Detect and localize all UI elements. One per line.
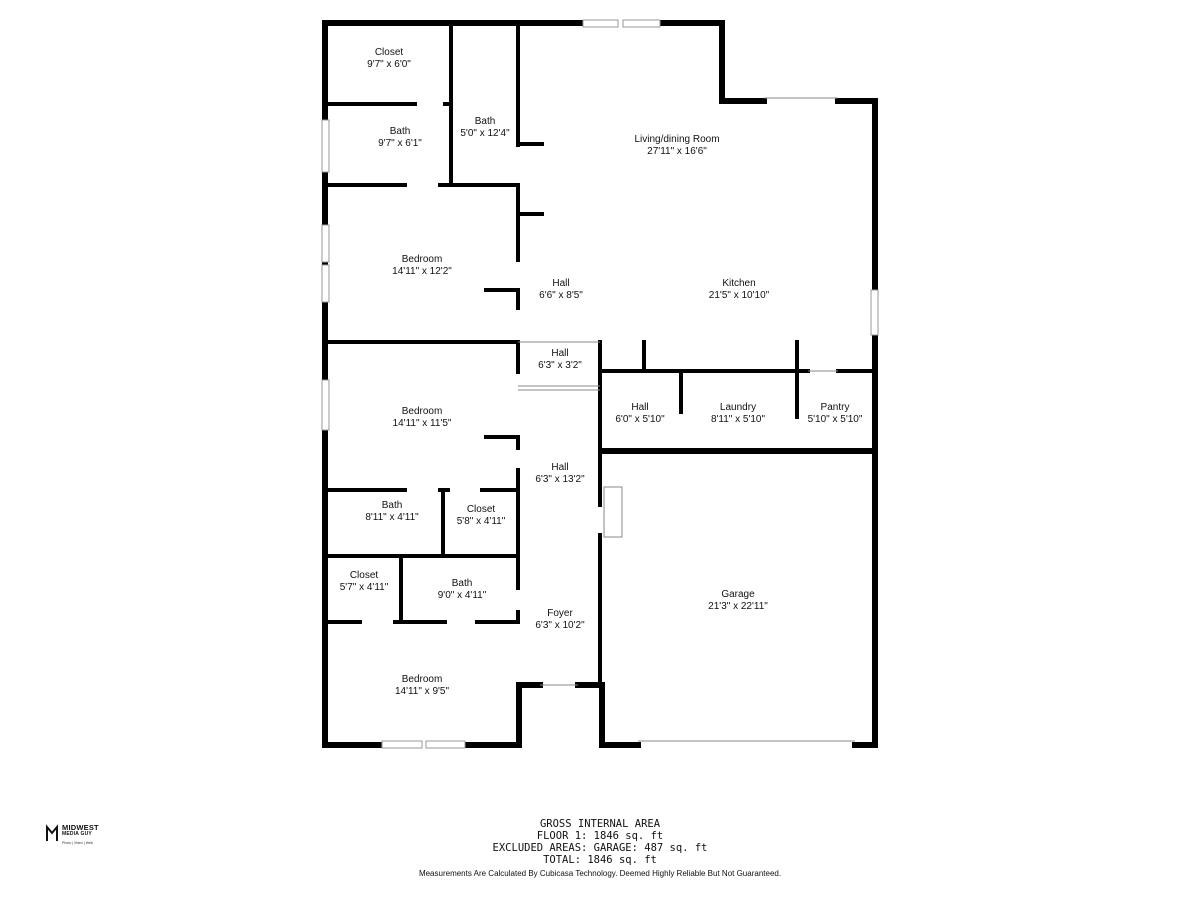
logo-tagline: Photo | Video | Web	[62, 841, 93, 845]
wall-bed2-bottom-r2	[480, 468, 520, 492]
wall-bed2-stub	[484, 435, 520, 450]
window-left-1	[321, 119, 330, 173]
exterior-wall-bottom-left	[322, 427, 385, 748]
area-heading: GROSS INTERNAL AREA	[539, 818, 661, 830]
window-bottom-2	[425, 740, 466, 749]
area-summary: GROSS INTERNAL AREA FLOOR 1: 1846 sq. ft…	[400, 818, 800, 880]
window-right	[870, 289, 879, 336]
interior-walls	[323, 25, 877, 687]
exterior-wall-garage-left	[575, 682, 605, 748]
exterior-wall-foyer-left	[462, 682, 543, 748]
area-floor: FLOOR 1: 1846 sq. ft	[536, 830, 664, 842]
area-excluded: EXCLUDED AREAS: GARAGE: 487 sq. ft	[492, 842, 708, 854]
wall-bed1-stub	[484, 288, 520, 310]
logo-mark-icon	[46, 824, 58, 841]
windows	[321, 19, 879, 749]
window-top-1	[582, 19, 619, 28]
area-total: TOTAL: 1846 sq. ft	[543, 854, 657, 866]
wall-bed3-top-r	[475, 610, 520, 624]
window-left-3	[321, 264, 330, 303]
window-top-2	[622, 19, 661, 28]
window-left-4	[321, 379, 330, 431]
brand-logo: MIDWEST MEDIA GUY Photo | Video | Web	[46, 822, 116, 848]
exterior-wall-top-right	[835, 98, 878, 293]
window-left-2	[321, 224, 330, 263]
exterior-wall-garage-right	[852, 442, 878, 748]
thin-lines	[518, 97, 855, 742]
exterior-wall-top-mid	[657, 20, 767, 104]
area-disclaimer: Measurements Are Calculated By Cubicasa …	[418, 869, 782, 878]
window-bottom-1	[381, 740, 423, 749]
logo-text: MIDWEST MEDIA GUY	[62, 823, 99, 837]
